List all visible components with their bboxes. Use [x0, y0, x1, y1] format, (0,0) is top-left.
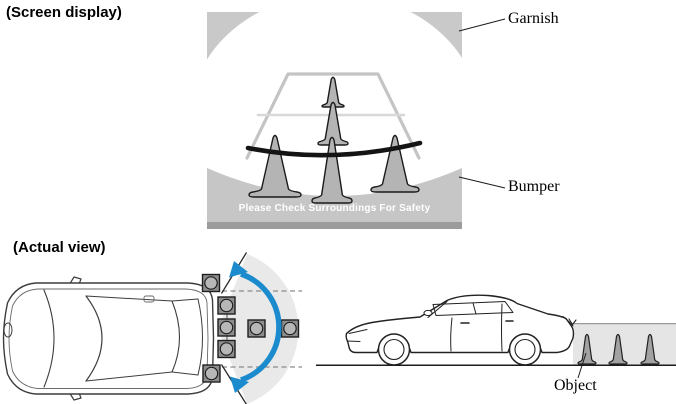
car-roof-detail: [143, 295, 155, 303]
traffic-cone-left-icon: [248, 134, 302, 198]
car-body-outline: [2, 282, 215, 395]
side-car-front-details: [346, 329, 368, 342]
bumper-bottom-strip: [207, 222, 462, 229]
sweep-arc: [240, 271, 282, 383]
front-wheel: [377, 333, 411, 366]
traffic-cone-center-icon: [311, 136, 353, 204]
distance-guide-line: [245, 140, 423, 158]
traffic-cone-far-icon: [321, 76, 345, 108]
garnish-leader-line: [458, 18, 506, 32]
side-car-b-pillar: [472, 302, 477, 315]
car-roof-rails: [85, 295, 173, 382]
traffic-cone-right-icon: [370, 134, 420, 193]
object-marker: [280, 319, 300, 338]
top-view-scene: [2, 252, 302, 404]
side-car-door-lines: [450, 303, 503, 352]
object-marker: [202, 364, 221, 383]
object-marker: [247, 319, 266, 338]
rear-camera-screen: [207, 12, 462, 229]
garnish-label: Garnish: [508, 10, 559, 27]
arrowhead-up-icon: [229, 261, 248, 278]
traffic-cone-middle-icon: [317, 101, 349, 146]
side-car-tail-lamp: [562, 316, 574, 327]
side-view-scene: [316, 294, 676, 379]
rear-wheel: [508, 333, 542, 366]
object-marker: [217, 296, 236, 315]
car-hood-seam: [43, 289, 55, 388]
object-label: Object: [554, 377, 597, 394]
object-leader-line: [577, 352, 587, 379]
side-car-door-handles: [460, 320, 514, 324]
car-inner-outline: [8, 288, 209, 389]
side-car-windows: [432, 301, 514, 316]
side-view-car: [345, 294, 577, 366]
arrowhead-down-icon: [230, 376, 249, 393]
front-wheel-rim: [383, 338, 405, 361]
safety-message: Please Check Surroundings For Safety: [238, 203, 431, 214]
bumper-label: Bumper: [508, 178, 560, 195]
car-front-emblem: [3, 322, 13, 338]
object-markers: [201, 273, 300, 383]
object-cone-icon: [608, 333, 628, 365]
car-rear-window: [171, 300, 180, 373]
car-windshield: [85, 295, 103, 382]
car-trunk-seam: [197, 298, 203, 376]
top-view-car: [2, 276, 215, 401]
object-marker: [217, 318, 236, 337]
bumper-leader-line: [458, 176, 506, 189]
object-marker: [201, 273, 221, 293]
screen-traffic-cones: [248, 76, 420, 204]
camera-sweep-arrow: [229, 261, 282, 393]
object-cone-icon: [577, 333, 597, 365]
side-car-mirror: [423, 309, 433, 317]
car-c-pillars: [171, 298, 199, 376]
rear-camera-notch: [568, 318, 577, 326]
side-view-cones: [577, 333, 660, 365]
screen-display-title: (Screen display): [6, 4, 122, 21]
rear-wheel-rim: [514, 338, 536, 361]
actual-view-title: (Actual view): [13, 239, 106, 256]
object-cone-icon: [640, 333, 660, 365]
object-marker: [217, 339, 236, 359]
